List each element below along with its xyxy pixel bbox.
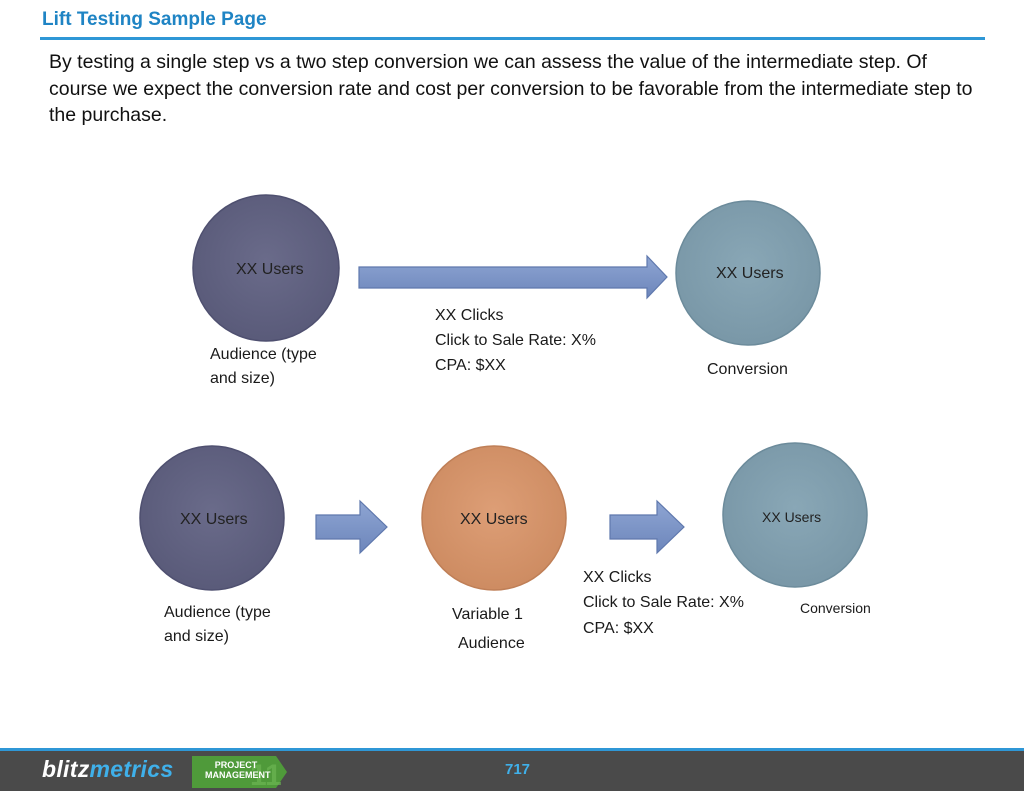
row2-arrow-2 bbox=[609, 499, 685, 555]
row2-audience-label-2: and size) bbox=[164, 628, 229, 645]
row2-conversion-circle-text: XX Users bbox=[762, 509, 822, 525]
row2-variable-circle-text: XX Users bbox=[460, 511, 528, 528]
project-management-badge: 11 bbox=[192, 756, 287, 790]
row2-conversion-circle bbox=[722, 442, 868, 588]
row1-conversion-circle-text: XX Users bbox=[716, 265, 784, 282]
brand-logo[interactable]: blitzmetrics bbox=[42, 756, 173, 783]
page-title: Lift Testing Sample Page bbox=[42, 9, 267, 30]
row2-variable-label-1: Variable 1 bbox=[452, 606, 523, 623]
row2-audience-circle bbox=[139, 445, 285, 591]
brand-logo-part1: blitz bbox=[42, 756, 90, 782]
badge-line-2: MANAGEMENT bbox=[205, 770, 271, 780]
row2-variable-circle bbox=[421, 445, 567, 591]
row1-rate: Click to Sale Rate: X% bbox=[435, 332, 596, 349]
row2-variable-label-2: Audience bbox=[458, 635, 525, 652]
row1-clicks: XX Clicks bbox=[435, 307, 504, 324]
row2-audience-label-1: Audience (type bbox=[164, 604, 271, 621]
project-management-badge-text: PROJECT MANAGEMENT bbox=[205, 760, 271, 780]
row2-audience-circle-text: XX Users bbox=[180, 511, 248, 528]
row1-audience-circle bbox=[192, 194, 340, 342]
row1-conversion-circle bbox=[675, 200, 821, 346]
footer-bar bbox=[0, 748, 1024, 791]
badge-line-1: PROJECT bbox=[214, 760, 258, 770]
row1-conversion-label: Conversion bbox=[707, 361, 788, 378]
row1-cpa: CPA: $XX bbox=[435, 357, 506, 374]
row2-cpa: CPA: $XX bbox=[583, 620, 654, 637]
row2-clicks: XX Clicks bbox=[583, 569, 652, 586]
page-number: 717 bbox=[505, 761, 531, 778]
svg-text:11: 11 bbox=[250, 759, 282, 790]
title-divider bbox=[40, 37, 985, 40]
row1-audience-label-2: and size) bbox=[210, 370, 275, 387]
row1-audience-circle-text: XX Users bbox=[236, 261, 304, 278]
row2-rate: Click to Sale Rate: X% bbox=[583, 594, 744, 611]
brand-logo-part2: metrics bbox=[89, 756, 174, 782]
row2-conversion-label: Conversion bbox=[800, 600, 871, 616]
row1-audience-label-1: Audience (type bbox=[210, 346, 317, 363]
intro-paragraph: By testing a single step vs a two step c… bbox=[49, 51, 973, 126]
row1-long-arrow bbox=[358, 254, 668, 300]
row2-arrow-1 bbox=[315, 499, 388, 555]
